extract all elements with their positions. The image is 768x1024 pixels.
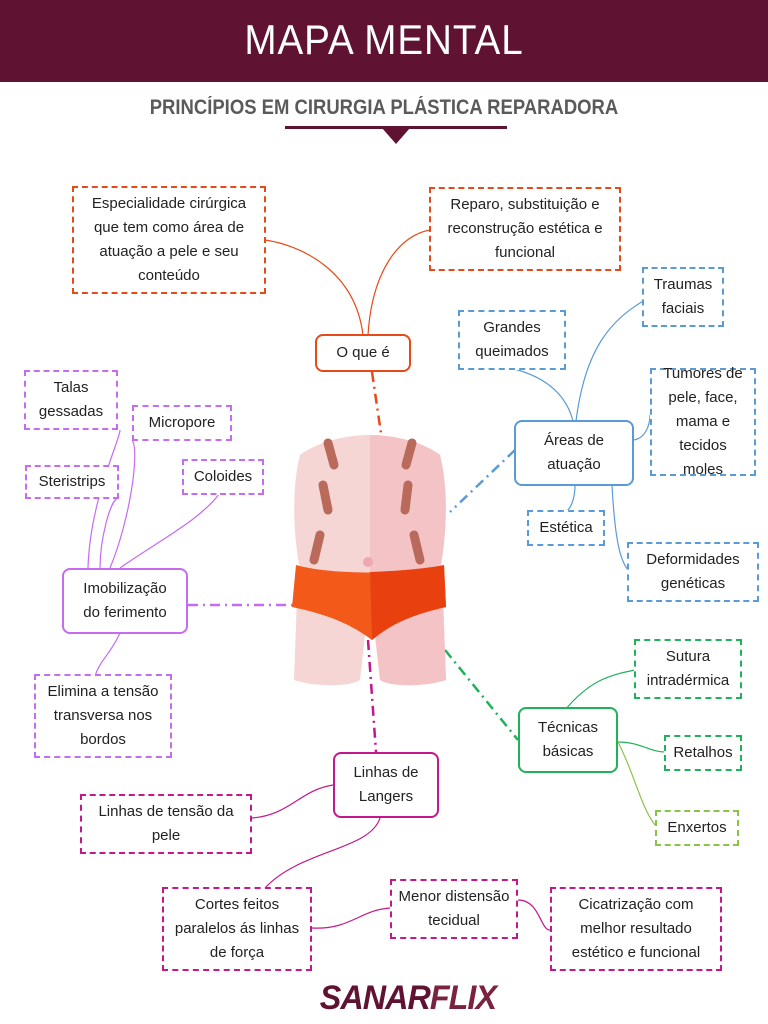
node-retalhos: Retalhos — [664, 735, 742, 771]
node-definicao: Especialidade cirúrgica que tem como áre… — [72, 186, 266, 294]
node-areas: Áreas de atuação — [514, 420, 634, 486]
node-reparo: Reparo, substituição e reconstrução esté… — [429, 187, 621, 271]
node-tecnicas: Técnicas básicas — [518, 707, 618, 773]
node-traumas: Traumas faciais — [642, 267, 724, 327]
node-tumores: Tumores de pele, face, mama e tecidos mo… — [650, 365, 756, 478]
page-title: MAPA MENTAL — [244, 16, 524, 63]
node-estetica: Estética — [527, 510, 605, 546]
node-micropore: Micropore — [132, 405, 232, 441]
node-menor-distensao: Menor distensão tecidual — [390, 879, 518, 939]
logo-sanar: SANAR — [319, 978, 431, 1017]
node-steristrips: Steristrips — [25, 465, 119, 499]
node-elimina: Elimina a tensão transversa nos bordos — [34, 674, 172, 758]
node-imobilizacao: Imobilização do ferimento — [62, 568, 188, 634]
header-bar: MAPA MENTAL — [0, 0, 768, 82]
node-deformidades: Deformidades genéticas — [627, 542, 759, 602]
node-queimados: Grandes queimados — [458, 310, 566, 370]
torso-illustration — [292, 435, 446, 686]
node-cicatrizacao: Cicatrização com melhor resultado estéti… — [550, 887, 722, 971]
node-talas: Talas gessadas — [24, 370, 118, 430]
down-arrow-icon — [382, 128, 410, 144]
node-enxertos: Enxertos — [655, 810, 739, 846]
node-linhas-langers: Linhas de Langers — [333, 752, 439, 818]
logo-flix: FLIX — [429, 978, 497, 1017]
node-coloides: Coloides — [182, 459, 264, 495]
subtitle-underline — [285, 126, 507, 129]
node-tensao: Linhas de tensão da pele — [80, 794, 252, 854]
node-sutura: Sutura intradérmica — [634, 639, 742, 699]
node-o-que-e: O que é — [315, 334, 411, 372]
subtitle: PRINCÍPIOS EM CIRURGIA PLÁSTICA REPARADO… — [149, 96, 619, 119]
node-cortes: Cortes feitos paralelos ás linhas de for… — [162, 887, 312, 971]
